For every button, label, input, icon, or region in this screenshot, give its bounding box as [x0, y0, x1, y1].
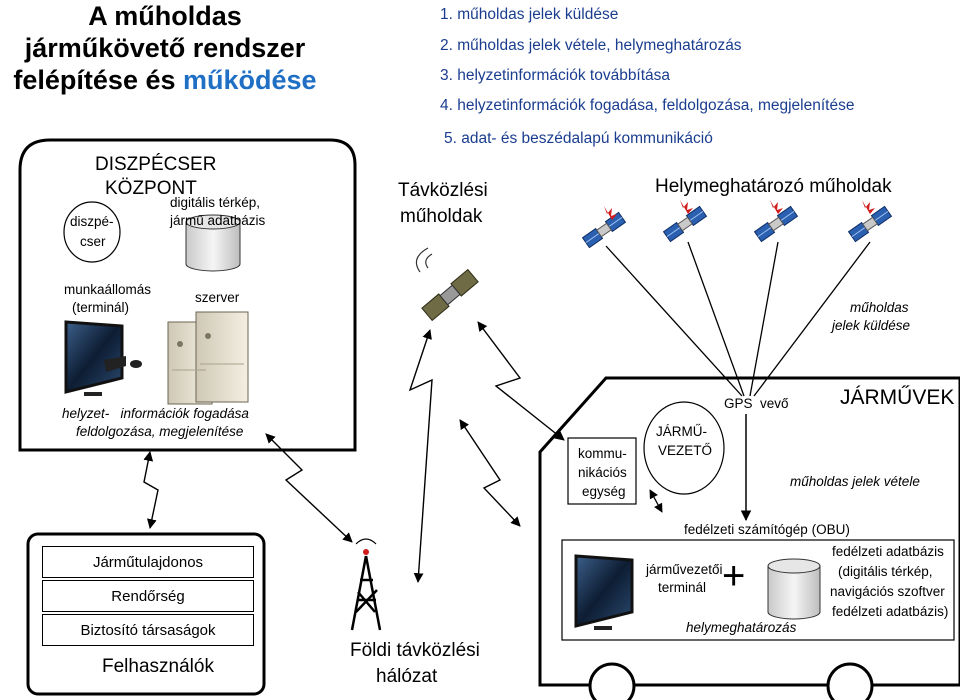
onboard-db-label: (digitális térkép,: [838, 564, 933, 579]
server-label: szerver: [195, 290, 240, 305]
onboard-db-label: fedélzeti adatbázis: [832, 544, 944, 559]
signal-burst-icon: [862, 200, 875, 214]
satellite-signal-line: [753, 241, 871, 397]
step-2: 2. műholdas jelek vétele, helymeghatároz…: [440, 37, 742, 54]
vehicle-wheel: [826, 662, 874, 700]
positioning-satellite-icon: [754, 205, 798, 243]
satellite-signal-line: [605, 245, 743, 397]
step-3: 3. helyzetinformációk továbbítása: [440, 67, 671, 84]
page-title: A műholdas járműkövető rendszer felépíté…: [0, 0, 330, 96]
vehicle-outline: [538, 376, 960, 687]
telecom-signal-icon: [415, 247, 433, 273]
plus-sign: +: [722, 554, 746, 598]
comm-link-arrow: [265, 433, 353, 543]
comm-link-arrow: [143, 451, 159, 529]
workstation-monitor-icon: [64, 320, 142, 396]
workstation-label: munkaállomás: [64, 282, 152, 297]
users-frame: [26, 532, 266, 696]
driver-label: VEZETŐ: [658, 443, 713, 458]
step-5: 5. adat- és beszédalapú kommunikáció: [444, 130, 713, 147]
gps-label: GPS vevő: [724, 396, 789, 411]
user-police: Rendőrség: [42, 580, 254, 612]
title-line: felépítése és működése: [0, 64, 330, 96]
map-database-icon: [185, 214, 241, 272]
title-accent-word: működése: [183, 65, 317, 95]
vehicle-wheel: [588, 662, 636, 700]
dispatcher-label: cser: [80, 234, 106, 249]
dispatcher-title: KÖZPONT: [105, 178, 197, 199]
onboard-db-label: fedélzeti adatbázis): [832, 604, 949, 619]
users-label: Felhasználók: [102, 656, 214, 677]
terminal-label: járművezetői: [646, 562, 723, 577]
comm-unit-label: nikációs: [578, 465, 627, 480]
telecom-sat-label: Távközlési: [398, 180, 488, 201]
signal-burst-icon: [604, 206, 617, 220]
signal-receive-label: műholdas jelek vétele: [790, 474, 920, 489]
signal-burst-icon: [680, 200, 693, 214]
signal-send-label: jelek küldése: [832, 318, 911, 333]
title-line-part: felépítése és: [13, 65, 176, 95]
server-icon: [167, 311, 249, 405]
onboard-db-label: navigációs szoftver: [830, 584, 945, 599]
terminal-monitor-icon: [574, 554, 634, 630]
title-line: A műholdas: [88, 1, 242, 31]
comm-unit-box: [567, 437, 637, 505]
vehicles-title: JÁRMŰVEK: [840, 386, 955, 409]
comm-link-arrow: [459, 419, 521, 527]
processing-label: feldolgozása, megjelenítése: [76, 424, 244, 439]
processing-label: helyzet- információk fogadása: [62, 406, 249, 421]
telecom-sat-label: műholdak: [400, 206, 483, 227]
driver-comm-arrow: [649, 489, 663, 513]
onboard-database-icon: [767, 558, 821, 620]
dispatcher-label: diszpé-: [70, 214, 114, 229]
user-insurance: Biztosító társaságok: [42, 614, 254, 646]
ground-tower-icon: [350, 538, 382, 631]
obu-label: fedélzeti számítógép (OBU): [684, 522, 850, 537]
driver-label: JÁRMŰ-: [656, 424, 707, 439]
comm-link-arrow: [477, 321, 565, 441]
positioning-label: helymeghatározás: [686, 620, 797, 635]
title-line: járműkövető rendszer: [24, 33, 306, 63]
dispatcher-center-frame: [18, 138, 357, 452]
ground-network-label: hálózat: [376, 666, 438, 687]
satellite-signal-line: [749, 241, 779, 397]
user-owner: Járműtulajdonos: [42, 546, 254, 578]
positioning-satellite-icon: [663, 205, 707, 243]
signal-send-label: műholdas: [850, 300, 909, 315]
telecom-satellite-icon: [421, 268, 479, 322]
workstation-label: (terminál): [72, 300, 130, 315]
dispatcher-person-icon: [63, 201, 121, 263]
step-1: 1. műholdas jelek küldése: [440, 6, 619, 23]
signal-burst-icon: [770, 200, 783, 214]
map-label: digitális térkép,: [170, 195, 261, 210]
satellite-signal-line: [687, 241, 745, 397]
comm-unit-label: egység: [582, 484, 626, 499]
dispatcher-title: DISZPÉCSER: [95, 154, 217, 175]
terminal-label: terminál: [658, 580, 707, 595]
positioning-satellite-icon: [582, 211, 626, 249]
driver-icon: [643, 401, 725, 495]
positioning-sat-title: Helymeghatározó műholdak: [655, 176, 892, 197]
map-label: jármű adatbázis: [170, 213, 266, 228]
comm-link-arrow: [408, 329, 433, 583]
ground-network-label: Földi távközlési: [350, 640, 480, 661]
step-4: 4. helyzetinformációk fogadása, feldolgo…: [440, 97, 855, 114]
comm-unit-label: kommu-: [578, 446, 627, 461]
